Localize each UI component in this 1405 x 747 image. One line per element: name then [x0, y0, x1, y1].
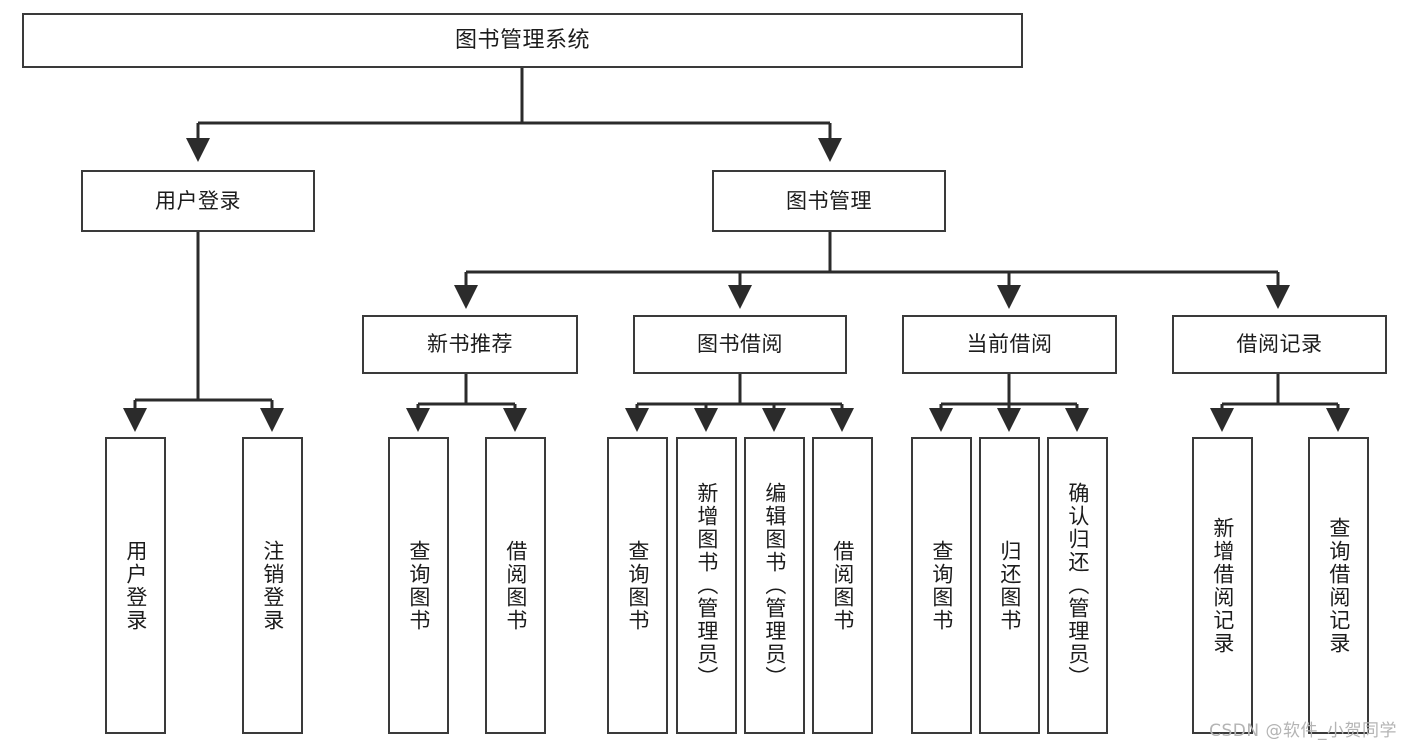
- node-leaf-current-borrow-2[interactable]: 归还图书: [979, 437, 1040, 734]
- node-borrow-record[interactable]: 借阅记录: [1172, 315, 1387, 374]
- node-leaf-book-borrow-1-label: 查询图书: [625, 539, 650, 632]
- node-leaf-current-borrow-1[interactable]: 查询图书: [911, 437, 972, 734]
- node-user-login[interactable]: 用户登录: [81, 170, 315, 232]
- node-leaf-book-borrow-4-label: 借阅图书: [830, 539, 855, 632]
- node-leaf-current-borrow-2-label: 归还图书: [997, 539, 1022, 632]
- node-leaf-user-login-2-label: 注销登录: [260, 539, 285, 632]
- node-leaf-current-borrow-1-label: 查询图书: [929, 539, 954, 632]
- node-borrow-record-label: 借阅记录: [1236, 332, 1323, 357]
- watermark-text: CSDN @软件_小贺同学: [1209, 721, 1397, 741]
- node-leaf-borrow-record-1[interactable]: 新增借阅记录: [1192, 437, 1253, 734]
- node-leaf-new-book-1[interactable]: 查询图书: [388, 437, 449, 734]
- node-book-borrow[interactable]: 图书借阅: [633, 315, 847, 374]
- node-leaf-book-borrow-4[interactable]: 借阅图书: [812, 437, 873, 734]
- node-current-borrow-label: 当前借阅: [966, 332, 1053, 357]
- node-book-borrow-label: 图书借阅: [697, 332, 783, 357]
- node-leaf-book-borrow-3[interactable]: 编辑图书（管理员）: [744, 437, 805, 734]
- node-leaf-user-login-1[interactable]: 用户登录: [105, 437, 166, 734]
- node-leaf-book-borrow-2-label: 新增图书（管理员）: [694, 482, 719, 689]
- node-leaf-current-borrow-3[interactable]: 确认归还（管理员）: [1047, 437, 1108, 734]
- node-user-login-label: 用户登录: [155, 188, 241, 213]
- node-current-borrow[interactable]: 当前借阅: [902, 315, 1117, 374]
- node-leaf-book-borrow-1[interactable]: 查询图书: [607, 437, 668, 734]
- node-book-management-label: 图书管理: [786, 188, 872, 213]
- node-new-book-recommend-label: 新书推荐: [427, 332, 513, 357]
- node-new-book-recommend[interactable]: 新书推荐: [362, 315, 578, 374]
- node-leaf-user-login-1-label: 用户登录: [123, 539, 148, 632]
- node-leaf-new-book-2[interactable]: 借阅图书: [485, 437, 546, 734]
- node-root-system-label: 图书管理系统: [454, 27, 590, 53]
- node-book-management[interactable]: 图书管理: [712, 170, 946, 232]
- node-leaf-book-borrow-2[interactable]: 新增图书（管理员）: [676, 437, 737, 734]
- node-leaf-borrow-record-1-label: 新增借阅记录: [1210, 516, 1235, 655]
- node-leaf-borrow-record-2[interactable]: 查询借阅记录: [1308, 437, 1369, 734]
- node-leaf-book-borrow-3-label: 编辑图书（管理员）: [762, 482, 787, 689]
- node-root-system[interactable]: 图书管理系统: [22, 13, 1023, 68]
- node-leaf-current-borrow-3-label: 确认归还（管理员）: [1065, 482, 1090, 689]
- node-leaf-new-book-1-label: 查询图书: [406, 539, 431, 632]
- node-leaf-user-login-2[interactable]: 注销登录: [242, 437, 303, 734]
- node-leaf-borrow-record-2-label: 查询借阅记录: [1326, 516, 1351, 655]
- node-leaf-new-book-2-label: 借阅图书: [503, 539, 528, 632]
